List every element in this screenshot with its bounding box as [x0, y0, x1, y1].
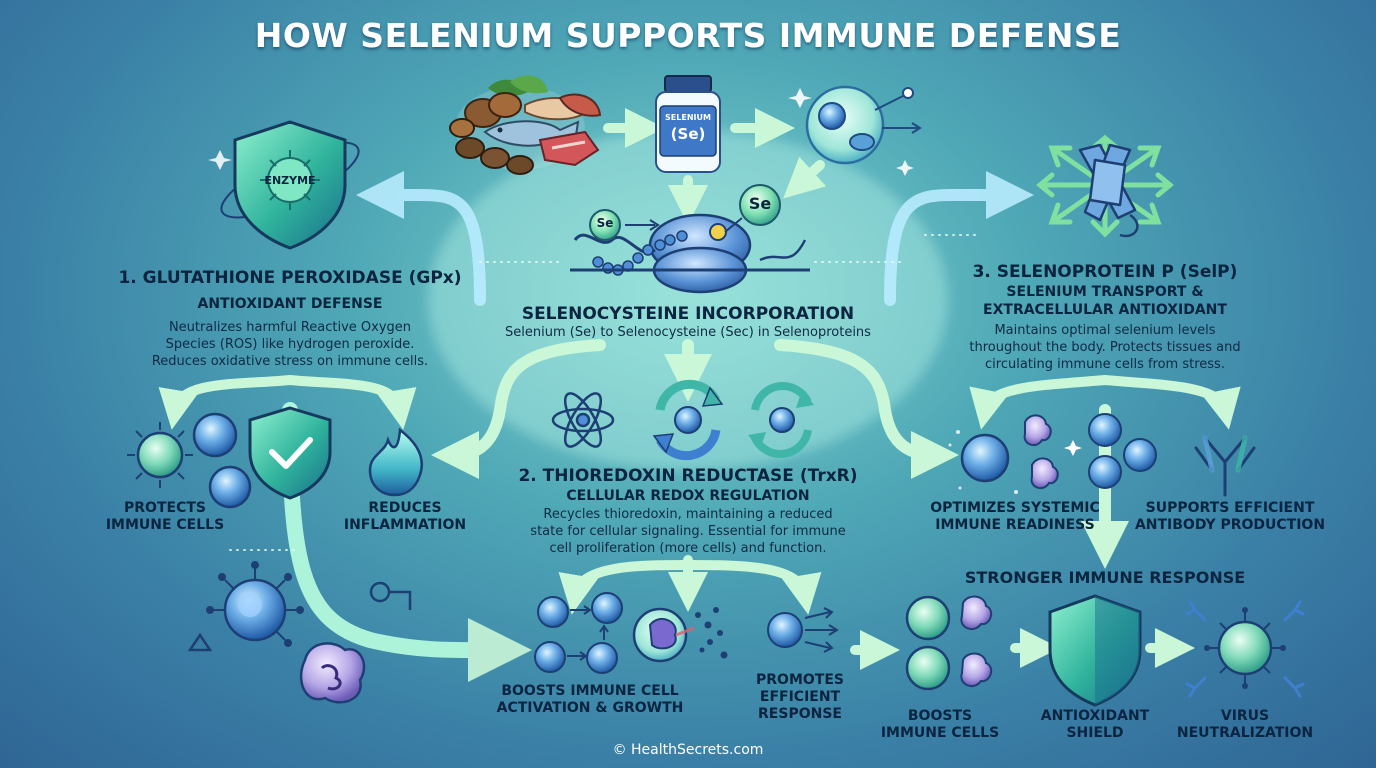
trxr-description-line: Recycles thioredoxin, maintaining a redu… — [543, 507, 833, 522]
trxr-description-line: cell proliferation (more cells) and func… — [549, 541, 827, 556]
label-line: ANTIBODY PRODUCTION — [1134, 517, 1326, 533]
label-line: ANTIOXIDANT — [1040, 708, 1150, 724]
connector-center-to-selp — [884, 171, 1034, 306]
label-line: RESPONSE — [758, 706, 842, 722]
flow-connectors — [158, 108, 1241, 683]
connector-center-to-readiness — [774, 339, 959, 479]
selp-effect-antibody-label: SUPPORTS EFFICIENT ANTIBODY PRODUCTION — [1130, 500, 1330, 534]
trxr-recycle-icon — [652, 379, 724, 461]
outcome-boost-cells-icon — [905, 595, 993, 691]
label-line: NEUTRALIZATION — [1176, 725, 1314, 741]
trxr-description: Recycles thioredoxin, maintaining a redu… — [480, 506, 896, 557]
macrophage-cell-icon — [299, 642, 366, 704]
label-line: BOOSTS IMMUNE CELL — [501, 683, 679, 699]
gpx-effect-inflammation-label: REDUCES INFLAMMATION — [340, 500, 470, 534]
gpx-effect-protects-label: PROTECTS IMMUNE CELLS — [90, 500, 240, 534]
dotted-guides — [229, 234, 976, 551]
trxr-atom-icon — [551, 392, 615, 448]
selp-description: Maintains optimal selenium levels throug… — [925, 322, 1285, 373]
trxr-effect-boosts-label: BOOSTS IMMUNE CELL ACTIVATION & GROWTH — [490, 683, 690, 717]
connector-trxr-right — [683, 560, 822, 615]
selenocysteine-ribosome-icon — [570, 184, 810, 294]
trxr-heading: 2. THIOREDOXIN REDUCTASE (TrxR) — [518, 466, 858, 486]
label-line: SHIELD — [1066, 725, 1124, 741]
label-line: INFLAMMATION — [343, 517, 467, 533]
protects-immune-cells-icon — [127, 412, 252, 509]
label-line: IMMUNE CELLS — [105, 517, 225, 533]
connector-trxr-left — [558, 560, 693, 615]
trxr-subheading: CELLULAR REDOX REGULATION — [566, 488, 810, 504]
selp-subheading: SELENIUM TRANSPORT & EXTRACELLULAR ANTIO… — [930, 283, 1280, 319]
label-line: IMMUNE CELLS — [880, 725, 1000, 741]
connector-selp-split-left — [969, 375, 1110, 430]
bottle-label: SELENIUM (Se) — [660, 112, 716, 144]
gpx-enzyme-shield-icon — [208, 120, 360, 250]
label-line: EFFICIENT — [759, 689, 841, 705]
label-line: IMMUNE READINESS — [935, 517, 1095, 533]
selenium-foods-icon — [449, 75, 602, 175]
gpx-description-line: Reduces oxidative stress on immune cells… — [151, 354, 429, 369]
gpx-description-line: Neutralizes harmful Reactive Oxygen — [168, 320, 412, 335]
selp-effect-readiness-label: OPTIMIZES SYSTEMIC IMMUNE READINESS — [915, 500, 1115, 534]
footer-credit: © HealthSecrets.com — [612, 742, 764, 758]
connector-gpx-split-right — [285, 375, 417, 430]
trxr-cycle-icon — [748, 382, 814, 458]
antibody-icon — [1194, 435, 1256, 497]
outcome-antioxidant-shield-icon — [1048, 594, 1142, 707]
selp-protein-structure-icon — [1036, 134, 1174, 238]
selp-description-line: Maintains optimal selenium levels — [994, 323, 1216, 338]
connector-gpx-split-left — [158, 375, 295, 430]
selp-description-line: throughout the body. Protects tissues an… — [969, 340, 1241, 355]
page-title: HOW SELENIUM SUPPORTS IMMUNE DEFENSE — [254, 16, 1122, 55]
efficient-response-icon — [767, 607, 839, 653]
systemic-readiness-cells-icon — [948, 414, 1059, 494]
selp-heading: 3. SELENOPROTEIN P (SelP) — [972, 262, 1238, 282]
connector-center-to-inflammation — [431, 339, 606, 479]
connector-center-to-gpx — [356, 171, 486, 306]
gpx-description: Neutralizes harmful Reactive Oxygen Spec… — [110, 319, 470, 370]
activated-immune-cell-icon — [187, 561, 304, 652]
label-line: REDUCES — [368, 500, 442, 516]
signal-path-icon — [369, 581, 412, 610]
selenium-supplement-bottle — [655, 75, 721, 173]
outcome-boost-label: BOOSTS IMMUNE CELLS — [880, 708, 1000, 742]
reduces-inflammation-flame-icon — [368, 427, 424, 497]
selp-subheading-line: SELENIUM TRANSPORT & — [1006, 284, 1204, 300]
bottle-label-line-1: SELENIUM — [665, 113, 711, 122]
outcome-shield-label: ANTIOXIDANT SHIELD — [1035, 708, 1155, 742]
label-line: OPTIMIZES SYSTEMIC — [930, 500, 1100, 516]
trxr-effect-promotes-label: PROMOTES EFFICIENT RESPONSE — [740, 672, 860, 723]
center-heading: SELENOCYSTEINE INCORPORATION — [521, 304, 855, 324]
connector-selp-split-right — [1100, 375, 1241, 430]
bottle-label-line-2: (Se) — [670, 125, 706, 143]
immune-cell-uptake-icon — [788, 85, 922, 176]
antibody-cells-icon — [1064, 413, 1157, 489]
connector-cell-down — [783, 156, 827, 199]
trxr-description-line: state for cellular signaling. Essential … — [530, 524, 846, 539]
label-line: ACTIVATION & GROWTH — [496, 700, 684, 716]
outcome-virus-label: VIRUS NEUTRALIZATION — [1170, 708, 1320, 742]
gpx-check-shield-icon — [248, 406, 332, 500]
selp-description-line: circulating immune cells from stress. — [985, 357, 1225, 372]
phagocyte-activity-icon — [632, 607, 728, 663]
connector-gpx-to-boosts — [282, 402, 532, 683]
center-glow — [428, 130, 948, 470]
label-line: BOOSTS — [907, 708, 973, 724]
se-badge-small: Se — [596, 216, 614, 230]
label-line: PROMOTES — [756, 672, 844, 688]
center-subtitle: Selenium (Se) to Selenocysteine (Sec) in… — [505, 325, 871, 340]
label-line: PROTECTS — [124, 500, 206, 516]
gpx-description-line: Species (ROS) like hydrogen peroxide. — [165, 337, 415, 352]
gpx-heading: 1. GLUTATHIONE PEROXIDASE (GPx) — [118, 268, 462, 288]
se-badge-large: Se — [748, 194, 772, 213]
label-line: SUPPORTS EFFICIENT — [1145, 500, 1315, 516]
gpx-icon-label: ENZYME — [264, 174, 316, 187]
label-line: VIRUS — [1220, 708, 1270, 724]
cell-proliferation-icon — [534, 592, 623, 674]
gpx-subheading: ANTIOXIDANT DEFENSE — [197, 296, 383, 312]
virus-neutralization-icon — [1185, 600, 1305, 698]
outcome-heading: STRONGER IMMUNE RESPONSE — [964, 568, 1246, 587]
selp-subheading-line: EXTRACELLULAR ANTIOXIDANT — [983, 302, 1227, 318]
